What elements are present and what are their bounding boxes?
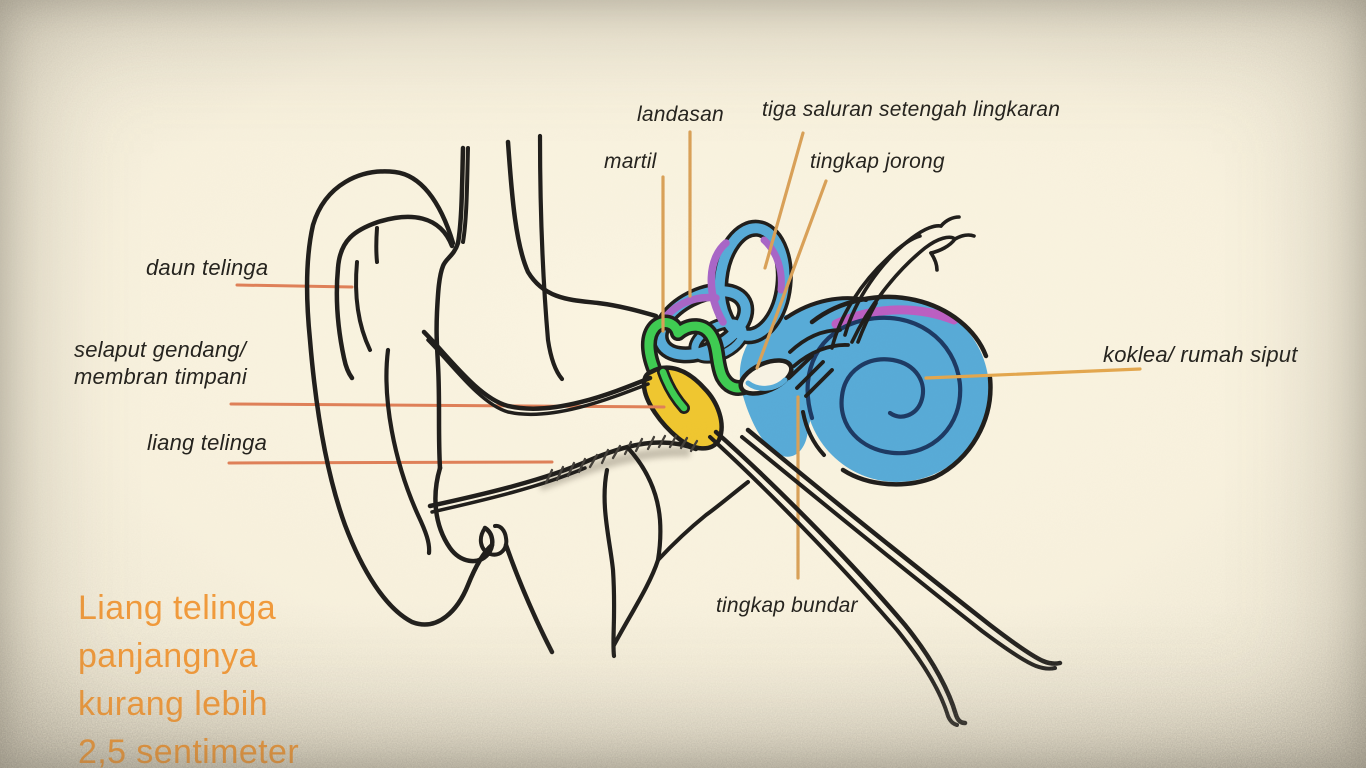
note-liang-telinga-length: Liang telinga panjangnya kurang lebih 2,… [78, 584, 299, 768]
label-selaput-gendang-line2: membran timpani [74, 364, 247, 389]
label-landasan: landasan [637, 103, 724, 126]
label-liang-telinga: liang telinga [147, 430, 268, 455]
leader-liang-telinga [227, 460, 554, 465]
label-selaput-gendang: selaput gendang/ membran timpani [74, 336, 247, 390]
label-martil: martil [604, 150, 657, 173]
label-tingkap-jorong: tingkap jorong [810, 150, 945, 173]
note-line-4: 2,5 sentimeter [78, 733, 300, 768]
note-line-1: Liang telinga [78, 589, 277, 627]
note-line-3: kurang lebih [78, 685, 269, 723]
inner-ear-shapes [640, 219, 993, 487]
note-line-2: panjangnya [78, 637, 258, 675]
label-tingkap-bundar: tingkap bundar [716, 594, 858, 617]
label-selaput-gendang-line1: selaput gendang/ [74, 337, 247, 362]
label-tiga-saluran-setengah-lingkaran: tiga saluran setengah lingkaran [762, 98, 1061, 121]
label-daun-telinga: daun telinga [146, 255, 269, 280]
leader-selaput-gendang [229, 402, 666, 409]
label-koklea-rumah-siput: koklea/ rumah siput [1103, 342, 1298, 367]
